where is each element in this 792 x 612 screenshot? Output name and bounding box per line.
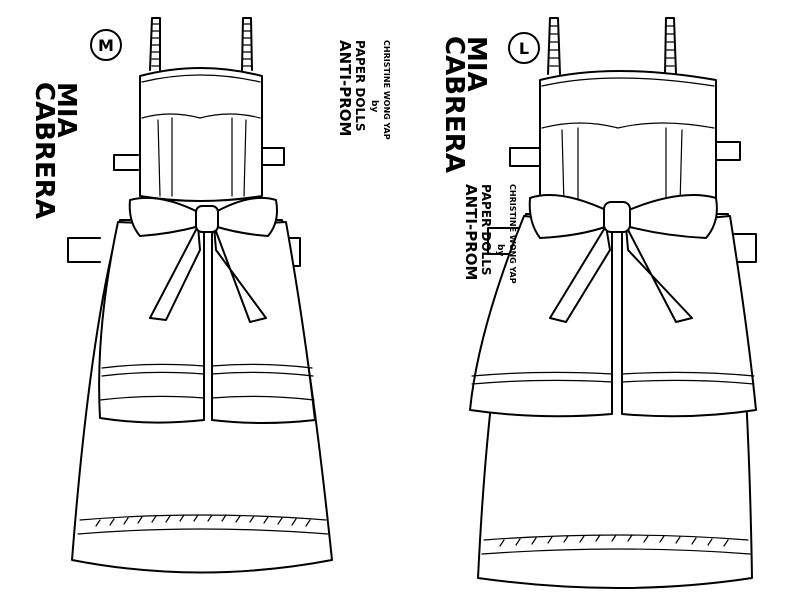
tab-left-lower — [67, 237, 101, 263]
credit-l: ANTI-PROM PAPER DOLLS by CHRISTINE WONG … — [462, 184, 517, 284]
credit-line4: CHRISTINE WONG YAP — [382, 40, 391, 140]
bodice-boning — [157, 117, 247, 197]
credit-line1: ANTI-PROM — [336, 40, 354, 136]
bow-knot — [603, 201, 631, 233]
doll-name-line1: MIA — [51, 82, 81, 138]
credit-m: ANTI-PROM PAPER DOLLS by CHRISTINE WONG … — [336, 40, 391, 140]
bodice — [539, 70, 717, 211]
dress-size-l — [469, 17, 757, 589]
size-badge-circle — [508, 32, 540, 64]
credit-line2: PAPER DOLLS — [479, 184, 493, 276]
doll-name-l: MIA CABRERA — [439, 36, 491, 173]
bow-right-tail — [213, 225, 267, 323]
credit-line2: PAPER DOLLS — [353, 40, 367, 132]
tab-right-upper — [715, 141, 741, 161]
left-strap — [547, 17, 561, 75]
left-strap-ruffles — [549, 25, 559, 67]
tab-left-upper — [113, 154, 139, 171]
credit-line1: ANTI-PROM — [462, 184, 480, 280]
bow-right-tail — [625, 225, 693, 323]
bow-left-loop — [128, 196, 203, 237]
skirt-hem-stitching — [95, 514, 311, 527]
tab-right-upper — [261, 147, 285, 166]
overskirt-right-trim — [621, 371, 755, 385]
size-badge-circle — [90, 29, 122, 61]
bow-knot — [195, 205, 219, 233]
bow-left-tail — [149, 225, 201, 321]
right-strap-ruffles — [665, 25, 675, 67]
skirt-hem-stitching — [499, 534, 729, 547]
skirt-hem-trim — [481, 534, 751, 555]
bodice-boning — [561, 127, 683, 205]
size-badge-l: L — [508, 32, 540, 64]
dress-size-m — [67, 17, 333, 574]
overskirt-left-trim — [471, 371, 613, 385]
bodice-top-ruffle — [541, 77, 715, 87]
overskirt-hem-trim — [99, 395, 315, 401]
size-badge-label: L — [519, 39, 529, 58]
center-opening — [203, 225, 213, 421]
bodice-top-ruffle — [141, 74, 261, 83]
tab-left-lower — [487, 227, 523, 255]
bow-left-loop — [528, 194, 611, 239]
overskirt-right-trim — [211, 363, 314, 377]
bow-right-loop — [623, 194, 718, 239]
size-badge-label: M — [98, 36, 114, 55]
right-strap-ruffles — [242, 23, 252, 67]
bodice-ruffle-line — [141, 113, 261, 119]
bodice-ruffle-line — [541, 122, 715, 129]
doll-name-line2: CABRERA — [439, 36, 469, 173]
right-strap — [664, 17, 677, 75]
left-strap-ruffles — [151, 23, 161, 67]
tab-right-lower — [727, 233, 757, 263]
overskirt-left-trim — [101, 363, 205, 377]
doll-name-line1: MIA — [461, 36, 491, 92]
credit-line3: by — [369, 100, 379, 112]
center-opening — [611, 225, 623, 415]
size-badge-m: M — [90, 29, 122, 61]
right-strap — [241, 17, 253, 71]
bow-right-loop — [211, 196, 278, 237]
skirt-hem-trim — [77, 514, 329, 535]
tab-left-upper — [509, 147, 541, 167]
overskirt-left — [469, 215, 613, 418]
doll-name-line2: CABRERA — [29, 82, 59, 219]
credit-line4: CHRISTINE WONG YAP — [508, 184, 517, 284]
bow-left-tail — [549, 225, 611, 323]
doll-name-m: MIA CABRERA — [29, 82, 81, 219]
left-strap — [149, 17, 161, 71]
credit-line3: by — [495, 244, 505, 256]
